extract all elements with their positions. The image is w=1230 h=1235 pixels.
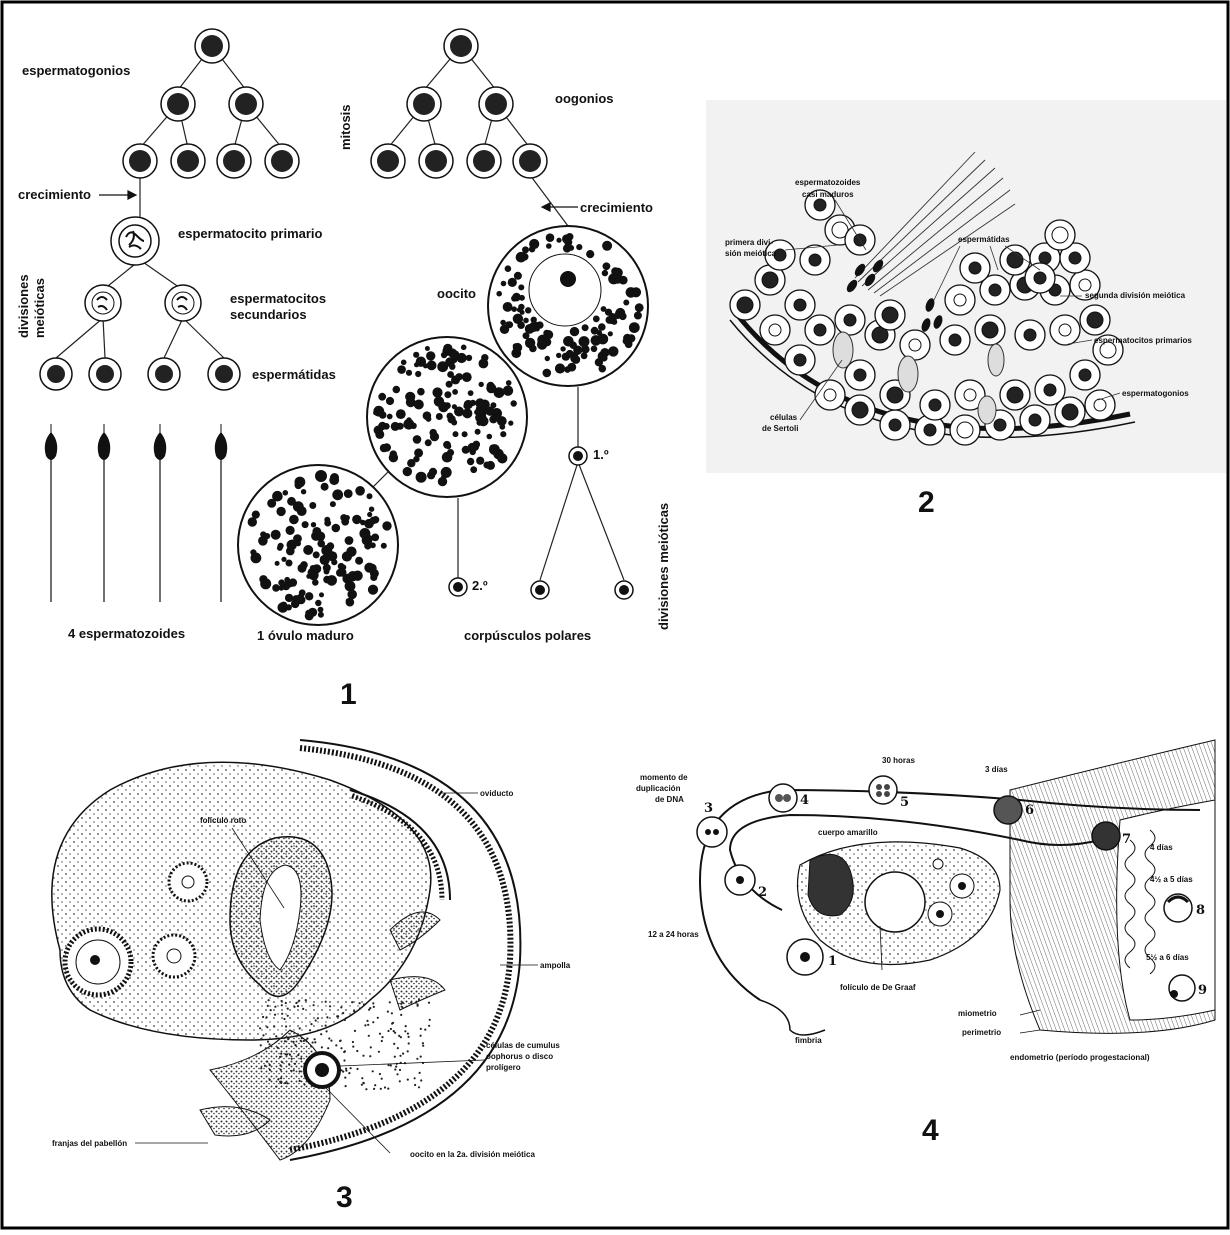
label-crecimiento-right: crecimiento [580, 200, 653, 215]
label-foliculo-graaf: folículo de De Graaf [840, 983, 916, 992]
label-crecimiento-left: crecimiento [18, 187, 91, 202]
label-miometrio: miometrio [958, 1009, 997, 1018]
panel-1-gametogenesis: espermatogonios mitosis oogonios crecimi… [16, 29, 671, 711]
label-sertoli-1: células [770, 413, 798, 422]
label-franjas: franjas del pabellón [52, 1139, 127, 1148]
stage-1: 1 [828, 954, 837, 969]
label-segunda-division: segunda división meiótica [1085, 291, 1186, 300]
panel-4-fertilization-timeline: 1 2 3 4 5 6 7 8 9 momento de duplicación… [636, 740, 1215, 1147]
stage-4: 4 [800, 793, 809, 808]
label-espermatogonios: espermatogonios [22, 63, 130, 78]
label-espermatocito-primario: espermatocito primario [178, 226, 323, 241]
label-oogonios: oogonios [555, 91, 614, 106]
stage-2: 2 [758, 885, 767, 900]
stage-3: 3 [704, 801, 713, 816]
label-oviducto: oviducto [480, 789, 513, 798]
label-4-espermatozoides: 4 espermatozoides [68, 626, 185, 641]
secondary-spermatocytes [85, 285, 201, 321]
label-sertoli-2: de Sertoli [762, 424, 798, 433]
panel-2-seminiferous-tubule: espermatozoides casi maduros primera div… [706, 100, 1226, 519]
spermatids [40, 358, 240, 390]
label-ampolla: ampolla [540, 961, 571, 970]
label-momento-1: momento de [640, 773, 688, 782]
label-cumulus-2: oophorus o disco [486, 1052, 553, 1061]
label-espermatocitos-primarios: espermatocitos primarios [1094, 336, 1192, 345]
label-divisiones-right: divisiones meióticas [656, 503, 671, 630]
label-espermatidas-p2: espermátidas [958, 235, 1010, 244]
label-espermatocitos-1: espermatocitos [230, 291, 326, 306]
label-ovulo-maduro: 1 óvulo maduro [257, 628, 354, 643]
label-primero: 1.º [593, 447, 609, 462]
label-espermatozoides-p2-1: espermatozoides [795, 178, 861, 187]
label-cuerpo-amarillo: cuerpo amarillo [818, 828, 878, 837]
label-4-medio: 4½ a 5 días [1150, 875, 1193, 884]
spermatogonia-cells [123, 29, 299, 178]
label-espermatidas: espermátidas [252, 367, 336, 382]
label-foliculo-roto: folículo roto [200, 816, 246, 825]
label-oocito-2a: oocito en la 2a. división meiótica [410, 1150, 535, 1159]
label-cumulus-3: prolígero [486, 1063, 521, 1072]
panel-3-ovulation: oviducto folículo roto ampolla células d… [52, 740, 571, 1214]
stage-9: 9 [1198, 983, 1207, 998]
primary-spermatocyte [111, 217, 159, 265]
label-corpusculos: corpúsculos polares [464, 628, 591, 643]
panel-number-4: 4 [922, 1114, 939, 1147]
label-espermatocitos-2: secundarios [230, 307, 307, 322]
label-momento-3: de DNA [655, 795, 684, 804]
label-12-24: 12 a 24 horas [648, 930, 699, 939]
stage-5: 5 [900, 795, 909, 810]
label-cumulus-1: células de cumulus [486, 1041, 560, 1050]
label-momento-2: duplicación [636, 784, 681, 793]
label-4-dias: 4 días [1150, 843, 1173, 852]
label-primera-2: sión meiótica [725, 249, 777, 258]
label-divisiones-1: divisiones [16, 274, 31, 338]
label-5-medio: 5½ a 6 días [1146, 953, 1189, 962]
panel-number-3: 3 [336, 1181, 353, 1214]
oocyte-large [488, 226, 648, 386]
label-fimbria: fimbria [795, 1036, 822, 1045]
label-30-horas: 30 horas [882, 756, 915, 765]
label-espermatozoides-p2-2: casi maduros [802, 190, 854, 199]
stage-6: 6 [1025, 803, 1034, 818]
stage-8: 8 [1196, 903, 1205, 918]
label-segundo: 2.º [472, 578, 488, 593]
stage-7: 7 [1122, 832, 1131, 847]
ovum-mature [238, 465, 398, 625]
label-espermatogonios-p2: espermatogonios [1122, 389, 1189, 398]
label-3-dias: 3 días [985, 765, 1008, 774]
label-mitosis: mitosis [338, 104, 353, 150]
label-endometrio: endometrio (período progestacional) [1010, 1053, 1150, 1062]
panel-number-2: 2 [918, 486, 935, 519]
label-oocito: oocito [437, 286, 476, 301]
spermatozoa [45, 424, 227, 602]
label-perimetrio: perimetrio [962, 1028, 1001, 1037]
panel-number-1: 1 [340, 678, 357, 711]
label-divisiones-2: meióticas [32, 278, 47, 338]
oocyte-middle [367, 337, 527, 497]
label-primera-1: primera divi- [725, 238, 773, 247]
oogonia-cells [371, 29, 547, 178]
